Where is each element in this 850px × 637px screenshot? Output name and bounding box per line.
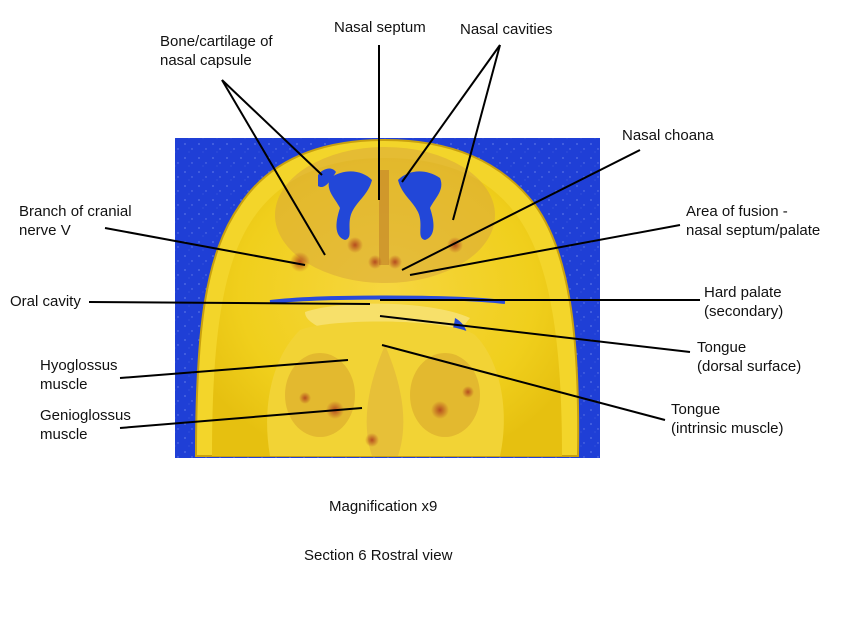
leader-cranial-nerve: [104, 227, 306, 266]
label-line: Nasal septum: [334, 19, 426, 36]
label-line: muscle: [40, 426, 88, 443]
label-line: Tongue: [697, 339, 747, 356]
leader-nasal-cavities-a: [401, 44, 501, 183]
leader-nasal-choana: [401, 149, 641, 271]
leader-bone-cartilage-a: [221, 79, 323, 176]
leader-tongue-dorsal: [379, 315, 691, 353]
caption-section: Section 6 Rostral view: [304, 547, 453, 564]
label-line: Nasal cavities: [460, 21, 553, 38]
label-hard-palate: Hard palate (secondary): [704, 283, 783, 321]
label-line: Hard palate: [704, 284, 782, 301]
leader-nasal-cavities-b: [452, 44, 501, 221]
label-oral-cavity: Oral cavity: [10, 292, 81, 311]
label-nasal-cavities: Nasal cavities: [460, 20, 553, 39]
label-tongue-intrinsic: Tongue (intrinsic muscle): [671, 400, 784, 438]
label-line: nerve V: [19, 222, 71, 239]
label-line: Oral cavity: [10, 293, 81, 310]
leader-oral-cavity: [88, 301, 371, 305]
label-bone-cartilage: Bone/cartilage of nasal capsule: [160, 32, 273, 70]
label-hyoglossus: Hyoglossus muscle: [40, 356, 118, 394]
label-line: Nasal choana: [622, 127, 714, 144]
leader-hyoglossus: [119, 359, 349, 379]
leader-genioglossus: [119, 407, 363, 429]
leader-area-fusion: [409, 224, 681, 276]
label-line: Area of fusion -: [686, 203, 788, 220]
label-area-fusion: Area of fusion - nasal septum/palate: [686, 202, 820, 240]
label-genioglossus: Genioglossus muscle: [40, 406, 131, 444]
label-line: (secondary): [704, 303, 784, 320]
leader-bone-cartilage-b: [221, 79, 326, 256]
label-line: Tongue: [671, 401, 721, 418]
leader-tongue-intrinsic: [381, 344, 666, 421]
label-tongue-dorsal: Tongue (dorsal surface): [697, 338, 801, 376]
label-line: Bone/cartilage of: [160, 33, 273, 50]
label-line: (intrinsic muscle): [671, 420, 784, 437]
label-nasal-septum: Nasal septum: [334, 18, 426, 37]
label-line: Genioglossus: [40, 407, 131, 424]
nasal-cavity-left: [328, 171, 372, 240]
nasal-cavity-right: [398, 171, 442, 240]
label-line: muscle: [40, 376, 88, 393]
label-line: Hyoglossus: [40, 357, 118, 374]
label-nasal-choana: Nasal choana: [622, 126, 714, 145]
label-line: (dorsal surface): [697, 358, 802, 375]
label-cranial-nerve: Branch of cranial nerve V: [19, 202, 132, 240]
caption-magnification: Magnification x9: [329, 498, 438, 515]
label-line: Branch of cranial: [19, 203, 132, 220]
label-line: nasal septum/palate: [686, 222, 821, 239]
label-line: nasal capsule: [160, 52, 252, 69]
